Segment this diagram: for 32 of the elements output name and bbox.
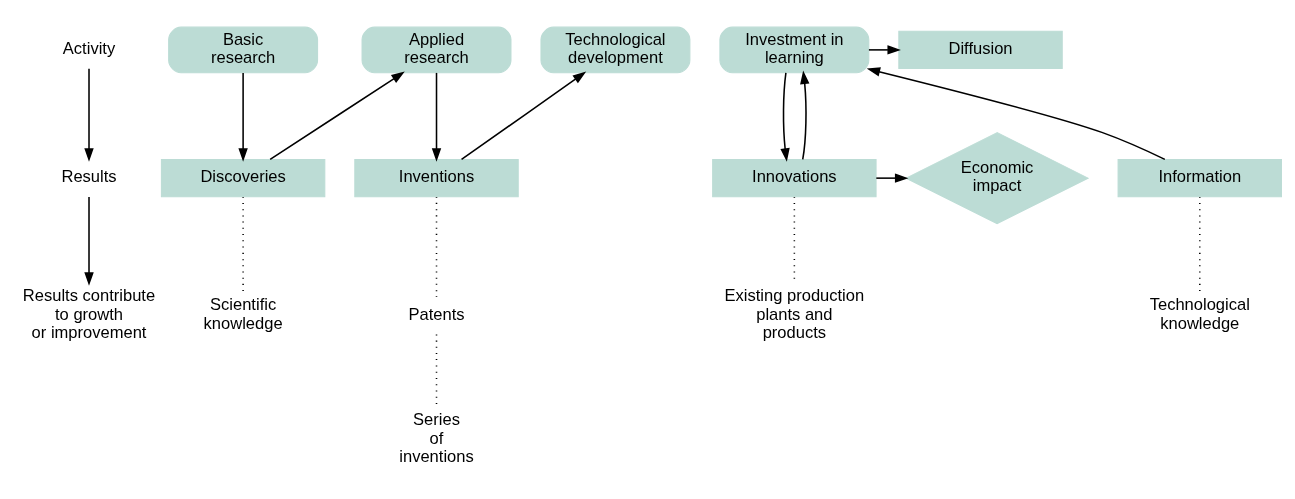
node-box: Applied research (361, 26, 512, 74)
arrow (800, 70, 810, 161)
node-text: Series of inventions (399, 410, 474, 467)
node-text: Scientific knowledge (203, 295, 283, 333)
arrow (84, 67, 94, 162)
arrow (269, 71, 405, 161)
node-box: Diffusion (898, 30, 1063, 70)
connector (1199, 196, 1201, 294)
node-box: Inventions (354, 159, 519, 198)
node-box: Basic research (168, 26, 319, 74)
arrow (431, 72, 442, 162)
arrow (868, 45, 901, 55)
node-text: Existing production plants and products (724, 286, 865, 343)
connector (242, 196, 244, 294)
arrow (875, 173, 909, 183)
arrow (866, 67, 1166, 161)
node-text: Results (61, 167, 117, 187)
node-box: Technological development (540, 26, 691, 74)
node-diamond: Economic impact (904, 132, 1090, 225)
node-box: Information (1117, 159, 1282, 198)
node-box: Innovations (712, 159, 877, 198)
arrow (238, 72, 248, 162)
connector (435, 196, 438, 298)
node-text: Technological knowledge (1149, 295, 1250, 333)
arrow (780, 72, 790, 162)
arrow (460, 71, 587, 161)
node-text: Activity (62, 38, 116, 58)
node-text: Results contribute to growth or improvement (22, 286, 156, 343)
node-box: Discoveries (160, 159, 326, 198)
arrow (84, 196, 94, 286)
node-text: Patents (408, 304, 465, 324)
node-box: Investment in learning (719, 26, 870, 74)
